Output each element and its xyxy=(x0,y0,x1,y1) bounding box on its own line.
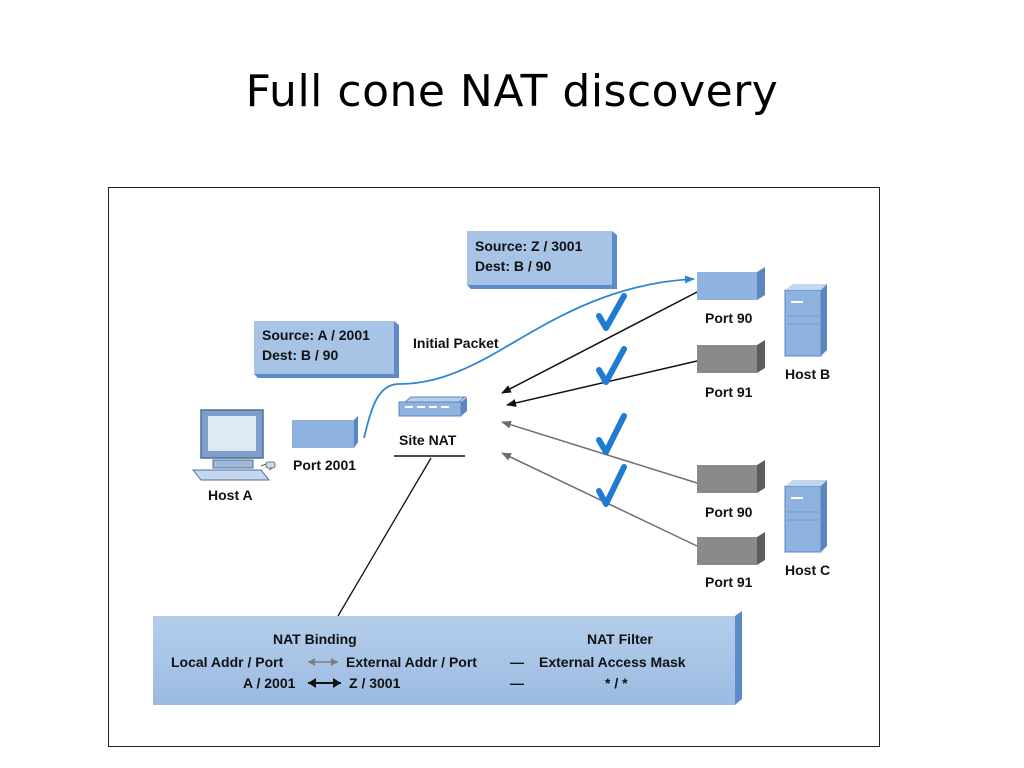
nat-table-box xyxy=(153,611,742,705)
checkmark-icon xyxy=(596,464,627,507)
dash-separator-value: — xyxy=(510,675,524,691)
host-b-port91-label: Port 91 xyxy=(705,384,753,400)
arrow-c-port90-nat xyxy=(501,420,698,484)
nat-table-connector xyxy=(337,457,432,617)
arrow-nat-b-port90 xyxy=(501,283,709,394)
host-c-port90-label: Port 90 xyxy=(705,504,753,520)
gray-double-arrow-icon xyxy=(308,658,338,666)
external-addr-value: Z / 3001 xyxy=(349,675,401,691)
host-a-computer-icon xyxy=(191,409,276,481)
host-c-port91-box xyxy=(697,532,765,565)
slide-title: Full cone NAT discovery xyxy=(245,66,779,117)
host-a-port-label: Port 2001 xyxy=(293,457,356,473)
external-addr-col: External Addr / Port xyxy=(346,654,477,670)
host-b-port90-box xyxy=(697,267,765,300)
black-double-arrow-icon xyxy=(308,678,341,688)
site-nat-label: Site NAT xyxy=(399,432,457,448)
host-c-server-icon xyxy=(784,480,827,553)
nat-binding-header: NAT Binding xyxy=(273,631,357,647)
host-b-port90-label: Port 90 xyxy=(705,310,753,326)
translated-dest-text: Dest: B / 90 xyxy=(475,258,551,274)
site-nat-device-icon xyxy=(398,396,467,417)
host-c-port90-box xyxy=(697,460,765,493)
arrow-b-port91-nat xyxy=(506,360,698,407)
diagram-frame: Source: Z / 3001 Dest: B / 90 Source: A … xyxy=(108,187,880,747)
local-addr-col: Local Addr / Port xyxy=(171,654,284,670)
nat-filter-header: NAT Filter xyxy=(587,631,653,647)
checkmark-icon xyxy=(596,413,627,455)
dash-separator: — xyxy=(510,654,524,670)
host-c-label: Host C xyxy=(785,562,830,578)
initial-source-text: Source: A / 2001 xyxy=(262,327,370,343)
initial-packet-box: Source: A / 2001 Dest: B / 90 xyxy=(254,321,399,378)
nat-diagram: Source: Z / 3001 Dest: B / 90 Source: A … xyxy=(153,231,830,705)
host-c-port91-label: Port 91 xyxy=(705,574,753,590)
external-mask-col: External Access Mask xyxy=(539,654,686,670)
translated-source-text: Source: Z / 3001 xyxy=(475,238,583,254)
host-b-label: Host B xyxy=(785,366,830,382)
checkmark-icon xyxy=(596,293,627,331)
local-addr-value: A / 2001 xyxy=(243,675,296,691)
translated-packet-box: Source: Z / 3001 Dest: B / 90 xyxy=(467,231,617,289)
checkmark-icon xyxy=(596,346,627,385)
host-a-label: Host A xyxy=(208,487,253,503)
host-a-port-box xyxy=(292,416,358,448)
initial-packet-label: Initial Packet xyxy=(413,335,499,351)
host-b-port91-box xyxy=(697,340,765,373)
initial-dest-text: Dest: B / 90 xyxy=(262,347,338,363)
arrow-c-port91-nat xyxy=(501,452,698,547)
external-mask-value: * / * xyxy=(605,675,628,691)
host-b-server-icon xyxy=(784,284,827,357)
